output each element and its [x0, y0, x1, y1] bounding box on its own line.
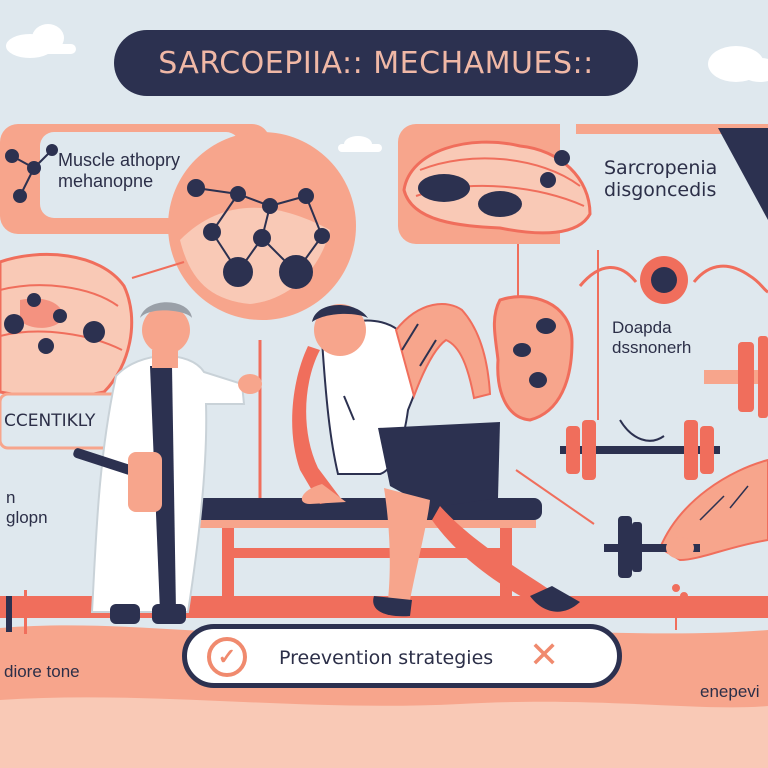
pointer-line — [131, 261, 185, 279]
plant-icon — [664, 584, 688, 630]
wave-line — [578, 264, 768, 294]
molecule-network — [187, 179, 330, 289]
prevention-label: Preevention strategies — [279, 647, 494, 669]
muscle-node-cluster — [492, 295, 574, 422]
post-icon — [6, 590, 27, 634]
muscle-cross-section — [0, 253, 134, 399]
title-banner: SARCOEPIIA:: MECHAMUES:: — [114, 30, 638, 96]
arm-with-dumbbell — [604, 458, 768, 578]
check-icon: ✓ — [207, 637, 247, 677]
exercising-man — [292, 303, 580, 617]
dumbbell-icon — [560, 419, 720, 480]
dumbbell-icon — [704, 336, 768, 418]
muscle-bundle — [402, 140, 592, 235]
label-sarcopenia-diagnosis: Sarcropenia disgoncedis — [604, 157, 718, 201]
label-restore-tone: diore tone — [4, 662, 80, 681]
label-muscle-atrophy: Muscle athopry mehanopne — [58, 150, 181, 191]
label-enepevi: enepevi — [700, 682, 760, 701]
doctor-figure — [73, 302, 262, 624]
prevention-strategies-pill[interactable]: ✓ Preevention strategies ✕ — [182, 624, 622, 688]
label-eccentric: CCENTIKLY — [4, 411, 96, 431]
label-doapda: Doapda dssnonerh — [612, 318, 692, 357]
cloud-icon — [338, 136, 382, 152]
cloud-icon — [708, 46, 768, 82]
corner-accent — [718, 128, 768, 220]
molecule-icon — [5, 144, 58, 203]
cloud-icon — [6, 24, 76, 58]
page-title: SARCOEPIIA:: MECHAMUES:: — [158, 45, 594, 81]
pointer-line — [515, 469, 595, 525]
x-icon: ✕ — [529, 634, 560, 675]
label-gdn: n glopn — [6, 488, 48, 527]
